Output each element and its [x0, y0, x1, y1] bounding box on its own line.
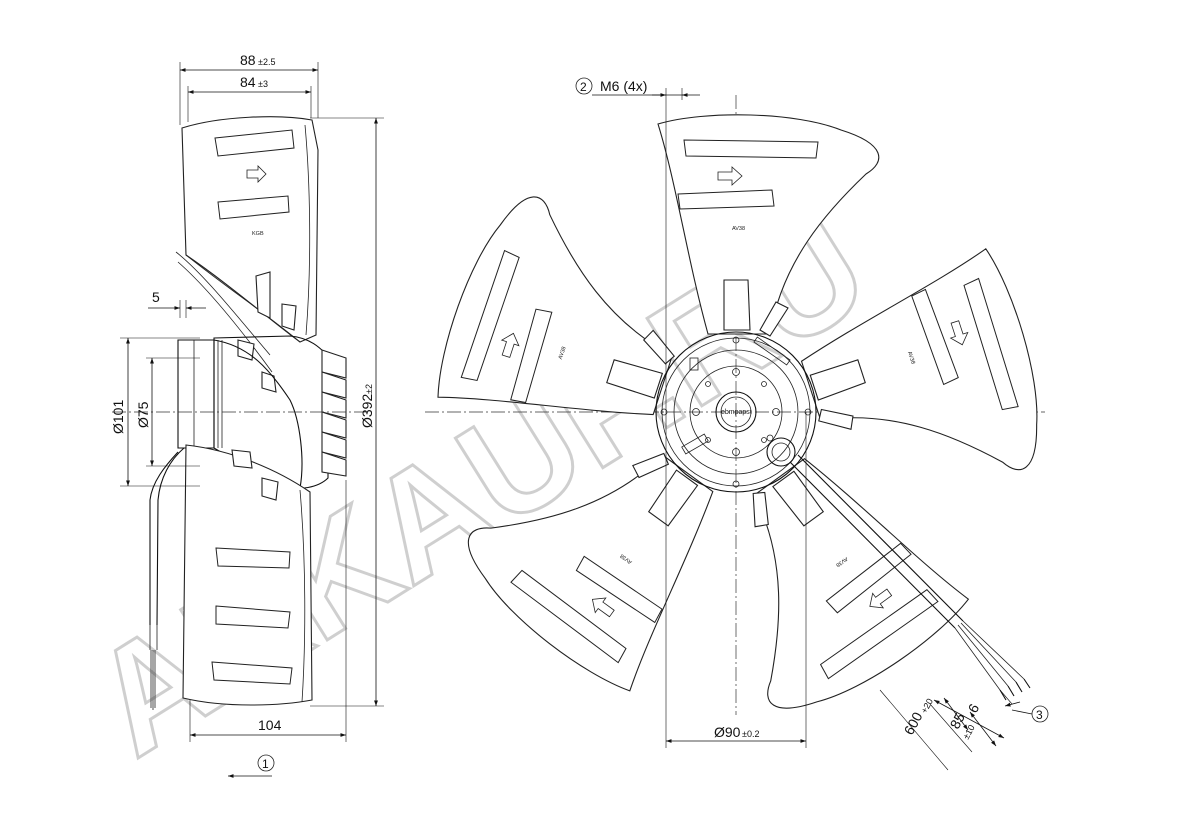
- dim-104-label: 104: [258, 717, 282, 733]
- rotation-arrow-icon: [717, 166, 743, 186]
- front-blade: AV38: [467, 452, 714, 692]
- mount-hole: [772, 408, 780, 416]
- blade-slot: [963, 277, 1019, 411]
- dim-75-label: Ø75: [135, 401, 151, 428]
- blade-root-fin: [723, 279, 751, 331]
- dim-90-tolerance: ±0.2: [742, 729, 759, 739]
- side-cable: [156, 447, 185, 626]
- blade-root-fin: [606, 359, 664, 399]
- side-upper-blade: [181, 116, 319, 343]
- blade-root-fin: [752, 491, 769, 528]
- side-cooling-fins: [321, 349, 347, 477]
- dim-88-label: 88: [240, 52, 256, 68]
- rotation-arrow-icon: [869, 588, 893, 609]
- front-blade: AV38: [657, 114, 880, 337]
- front-hub: ebmpapst: [655, 331, 817, 493]
- blade-root-fin: [647, 469, 699, 527]
- callout-1-circle: [257, 754, 275, 772]
- callout-3-label: 3: [1036, 708, 1043, 722]
- rotation-arrow-icon: [500, 332, 520, 358]
- dim-90-label: Ø90: [714, 724, 741, 740]
- blade-marking: AV38: [732, 226, 745, 232]
- dim-101-label: Ø101: [110, 400, 126, 434]
- blade-slot: [825, 542, 912, 614]
- blade-slot: [911, 288, 959, 386]
- blade-marking: AV38: [558, 346, 568, 360]
- callout-2-circle: [575, 77, 593, 95]
- blade-root-fin: [772, 470, 825, 527]
- dim-84-tolerance: ±3: [258, 79, 268, 89]
- mount-hole: [692, 408, 700, 416]
- front-cable: [789, 454, 1031, 701]
- front-blade: AV38: [437, 196, 675, 416]
- callout-1-label: 1: [262, 757, 269, 771]
- blade-slot: [510, 308, 553, 404]
- side-blade-marking: KGB: [252, 231, 264, 237]
- front-blade: AV38: [800, 248, 1038, 471]
- callout-2-label: 2: [580, 80, 587, 94]
- blade-root-fin: [809, 359, 866, 401]
- blade-slot: [677, 189, 775, 210]
- blade-marking: AV38: [906, 351, 916, 365]
- dim-392-tolerance: ±2: [364, 384, 374, 394]
- front-blade: AV38: [752, 457, 970, 709]
- hub-brand-label: ebmpapst: [721, 409, 752, 416]
- side-hub: [177, 339, 215, 449]
- side-lower-blade: [182, 444, 313, 706]
- blade-root-fin: [632, 452, 670, 479]
- blade-slot: [510, 569, 627, 664]
- dim-392-label: Ø392: [359, 394, 375, 428]
- blade-slot: [819, 589, 939, 680]
- blade-outline: [657, 114, 880, 335]
- dim-88-tolerance: ±2.5: [258, 57, 275, 67]
- dim-5-label: 5: [152, 289, 160, 305]
- mount-hole: [732, 368, 740, 376]
- dim-84-label: 84: [240, 74, 256, 90]
- rotation-arrow-icon: [591, 597, 615, 618]
- dim-600-tolerance: +20: [919, 697, 935, 715]
- dim-6-label: 6: [965, 701, 983, 716]
- blade-slot: [575, 555, 663, 624]
- blade-slot: [460, 249, 520, 382]
- mount-hole: [732, 448, 740, 456]
- blade-root-fin: [759, 301, 789, 337]
- blade-root-fin: [818, 408, 854, 431]
- rotation-arrow-icon: [949, 320, 969, 346]
- blade-slot: [683, 139, 819, 159]
- dim-600-label: 600: [901, 709, 926, 737]
- cable-gland: [766, 437, 796, 467]
- thread-label: M6 (4x): [600, 78, 647, 94]
- blade-root-fin: [642, 329, 675, 365]
- dim-85-label: 85: [947, 710, 969, 731]
- side-view: KGB: [110, 52, 384, 778]
- blade-outline: [753, 457, 970, 709]
